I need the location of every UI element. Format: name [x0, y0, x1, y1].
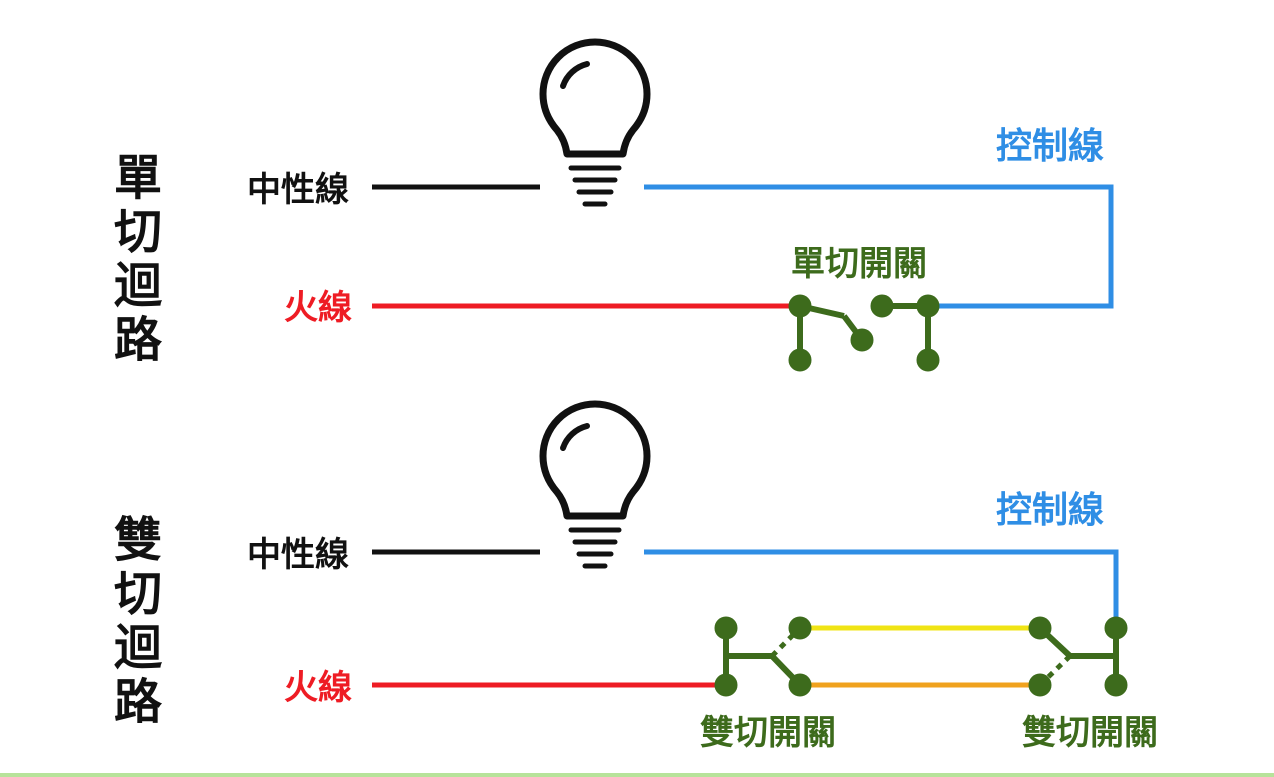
double-bulb-icon — [539, 400, 651, 569]
double-circuit-title-char-4: 路 — [114, 674, 163, 730]
double-circuit-title-char-2: 切 — [114, 566, 162, 622]
single-control-label: 控制線 — [996, 126, 1104, 167]
double-switch-left-label: 雙切開關 — [700, 713, 836, 753]
double-control-label: 控制線 — [996, 490, 1104, 531]
single-circuit-title-char-4: 路 — [114, 312, 163, 368]
single-neutral-label: 中性線 — [247, 170, 349, 210]
bottom-accent-bar — [0, 773, 1274, 777]
single-circuit: 單 切 迴 路 中性線 控制線 火線 單切開關 — [114, 38, 1114, 372]
double-circuit: 雙 切 迴 路 中性線 控制線 火線 — [114, 400, 1158, 753]
double-live-label: 火線 — [284, 668, 352, 708]
single-circuit-title-char-2: 切 — [114, 204, 162, 260]
double-neutral-label: 中性線 — [247, 535, 349, 575]
double-switch-right-icon — [1028, 616, 1128, 697]
double-circuit-title-char-3: 迴 — [114, 620, 163, 676]
double-circuit-title-char-1: 雙 — [114, 512, 162, 568]
single-bulb-icon — [539, 38, 651, 207]
single-switch-label: 單切開關 — [791, 244, 927, 284]
double-switch-left-icon — [714, 616, 812, 697]
single-live-label: 火線 — [284, 288, 352, 328]
double-switch-right-label: 雙切開關 — [1022, 713, 1158, 753]
single-circuit-title-char-1: 單 — [114, 150, 162, 206]
double-control-wire — [644, 549, 1119, 628]
single-circuit-title-char-3: 迴 — [114, 258, 163, 314]
single-switch-icon — [788, 294, 940, 372]
single-control-wire — [644, 184, 1114, 309]
